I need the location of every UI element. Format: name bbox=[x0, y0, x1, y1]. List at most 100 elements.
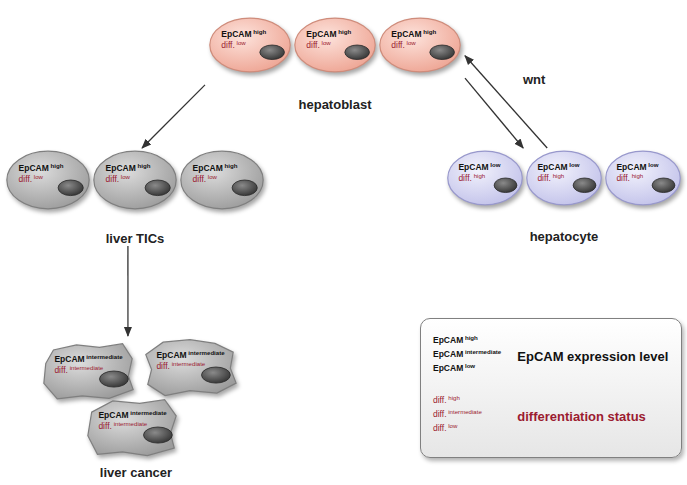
cancer-cell-body bbox=[146, 340, 236, 396]
cell-body bbox=[94, 151, 176, 209]
epcam-level: EpCAM intermediate bbox=[156, 350, 224, 361]
nucleus bbox=[145, 180, 170, 196]
text-superscript: low bbox=[463, 362, 475, 369]
text-superscript: intermediate bbox=[447, 408, 482, 415]
group-name: hepatoblast bbox=[205, 97, 465, 112]
differentiation-level: diff. high bbox=[458, 173, 500, 184]
cell: EpCAM intermediatediff. intermediate bbox=[84, 396, 180, 458]
cell-text: EpCAM highdiff. low bbox=[106, 163, 151, 185]
cell-text: EpCAM low diff. high bbox=[458, 162, 500, 184]
text-superscript: low bbox=[489, 162, 501, 169]
cell: EpCAM highdiff. low bbox=[93, 150, 177, 210]
text-main: EpCAM bbox=[616, 162, 646, 172]
text-superscript: high bbox=[447, 394, 460, 401]
epcam-level: EpCAM intermediate bbox=[98, 410, 166, 421]
legend-sample: diff. intermediate bbox=[433, 409, 482, 419]
differentiation-level: diff. low bbox=[221, 40, 266, 51]
text-main: EpCAM bbox=[19, 163, 49, 173]
epcam-level: EpCAM intermediate bbox=[54, 354, 122, 365]
legend-text: EpCAM expression level bbox=[517, 349, 668, 364]
text-superscript: low bbox=[447, 422, 458, 429]
text-superscript: low bbox=[320, 40, 331, 47]
group-name: liver TICs bbox=[4, 231, 266, 246]
nucleus bbox=[260, 45, 285, 60]
text-main: diff. bbox=[98, 421, 112, 431]
text-superscript: high bbox=[49, 162, 64, 169]
text-superscript: low bbox=[32, 173, 43, 180]
legend-sample: diff. high bbox=[433, 395, 460, 405]
differentiation-level: diff. low bbox=[193, 174, 238, 185]
cell: EpCAM intermediatediff. intermediate bbox=[142, 336, 238, 398]
cancer-cell-body bbox=[44, 344, 133, 399]
nucleus bbox=[573, 178, 596, 193]
differentiation-level: diff. low bbox=[19, 174, 64, 185]
text-superscript: high bbox=[337, 29, 352, 36]
text-superscript: low bbox=[405, 40, 416, 47]
cell-group: hepatocyteEpCAM lowdiff. highEpCAM lowdi… bbox=[444, 148, 684, 244]
text-main: diff. bbox=[54, 365, 68, 375]
legend-sample: EpCAM intermediate bbox=[433, 349, 501, 359]
cell-text: EpCAM intermediatediff. intermediate bbox=[98, 410, 166, 432]
epcam-level: EpCAM low bbox=[616, 162, 658, 173]
nucleus bbox=[430, 45, 455, 60]
text-main: EpCAM bbox=[306, 29, 336, 39]
text-main: EpCAM bbox=[433, 335, 463, 345]
text-main: EpCAM bbox=[433, 363, 463, 373]
text-main: diff. bbox=[306, 40, 320, 50]
nucleus bbox=[202, 367, 231, 383]
text-superscript: intermediate bbox=[112, 420, 147, 427]
cell-text: EpCAM lowdiff. high bbox=[537, 162, 579, 184]
cell-body bbox=[181, 151, 263, 209]
differentiation-level: diff. intermediate bbox=[98, 421, 166, 432]
text-superscript: intermediate bbox=[187, 349, 225, 356]
cell: EpCAM highdiff. low bbox=[379, 17, 461, 73]
nucleus bbox=[652, 178, 675, 193]
group-name: hepatocyte bbox=[444, 229, 684, 244]
text-main: diff. bbox=[616, 173, 630, 183]
cell: EpCAM intermediatediff. intermediate bbox=[40, 340, 136, 402]
text-superscript: low bbox=[647, 162, 659, 169]
cell-text: EpCAM highdiff. low bbox=[221, 29, 266, 51]
cell-body bbox=[7, 151, 89, 209]
text-main: diff. bbox=[433, 395, 447, 405]
text-main: diff. bbox=[433, 409, 447, 419]
text-main: EpCAM bbox=[54, 354, 84, 364]
cell: EpCAM high diff. low bbox=[294, 17, 376, 73]
text-main: EpCAM bbox=[391, 29, 421, 39]
text-main: diff. bbox=[391, 40, 405, 50]
legend-box: EpCAM highEpCAM intermediateEpCAM lowdif… bbox=[420, 318, 682, 458]
text-main: EpCAM bbox=[156, 350, 186, 360]
arrow-connector bbox=[465, 78, 523, 148]
text-superscript: high bbox=[136, 162, 151, 169]
text-main: EpCAM bbox=[458, 162, 488, 172]
cell-body bbox=[606, 151, 680, 205]
text-superscript: low bbox=[568, 162, 580, 169]
text-superscript: intermediate bbox=[129, 409, 167, 416]
cell-group: liver TICsEpCAM highdiff. lowEpCAM highd… bbox=[4, 148, 266, 246]
cell-group: liver cancerEpCAM intermediatediff. inte… bbox=[30, 336, 242, 480]
cell-text: EpCAM high diff. low bbox=[306, 29, 351, 51]
differentiation-level: diff. low bbox=[391, 40, 436, 51]
text-superscript: high bbox=[630, 173, 643, 180]
text-main: diff. bbox=[193, 174, 207, 184]
text-superscript: high bbox=[223, 162, 238, 169]
nucleus bbox=[144, 427, 173, 443]
epcam-level: EpCAM high bbox=[193, 163, 238, 174]
text-main: diff. bbox=[221, 40, 235, 50]
epcam-level: EpCAM high bbox=[106, 163, 151, 174]
differentiation-level: diff. low bbox=[306, 40, 351, 51]
epcam-level: EpCAM high bbox=[19, 163, 64, 174]
cell-group: hepatoblastEpCAM highdiff. lowEpCAM high… bbox=[205, 15, 465, 112]
epcam-level: EpCAM high bbox=[391, 29, 436, 40]
text-main: EpCAM bbox=[98, 410, 128, 420]
text-superscript: intermediate bbox=[170, 360, 205, 367]
cell-text: EpCAM highdiff. low bbox=[391, 29, 436, 51]
differentiation-level: diff. intermediate bbox=[156, 361, 224, 372]
nucleus bbox=[58, 180, 83, 196]
differentiation-level: diff. high bbox=[616, 173, 658, 184]
group-name: liver cancer bbox=[30, 465, 242, 480]
legend-sample: EpCAM low bbox=[433, 363, 475, 373]
text-superscript: low bbox=[206, 173, 217, 180]
cell: EpCAM lowdiff. high bbox=[526, 150, 602, 206]
differentiation-level: diff. low bbox=[106, 174, 151, 185]
